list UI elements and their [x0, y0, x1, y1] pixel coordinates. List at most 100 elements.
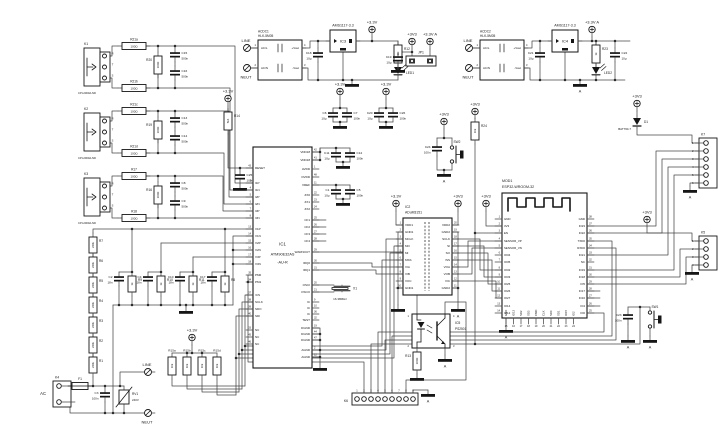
pin-number: 1: [692, 239, 694, 243]
ref: C8: [182, 181, 186, 185]
pin-label: SO: [446, 251, 451, 255]
pin-label: IO18: [579, 275, 586, 279]
ref: R2: [99, 339, 103, 343]
screw-line: LINE: [464, 38, 477, 52]
pin-label: IO16: [579, 296, 586, 300]
value: 18n: [168, 281, 173, 285]
ref: K2: [84, 107, 88, 111]
esp-mod1: MOD1ESP32-WROOM-321GND23V33EN4SENSOR_VP5…: [494, 179, 595, 328]
pin-label: DGND: [301, 332, 311, 336]
pin-label: 3V3: [504, 224, 510, 228]
gnd-41: [391, 65, 405, 73]
ref: K6: [344, 399, 348, 403]
value: 10µ: [528, 57, 533, 61]
pin-number: 3: [692, 157, 694, 161]
ref: SW1: [652, 305, 659, 309]
pin-label: VDD18: [300, 158, 310, 162]
pin-label: R: [112, 182, 114, 186]
pin-number: 11: [497, 288, 500, 291]
pin-label: GND2: [442, 286, 451, 290]
pin-number: 2: [314, 347, 316, 350]
ref: R21c: [130, 103, 138, 107]
pin-label: VDD1: [405, 223, 413, 227]
pin-label: V1P: [255, 227, 261, 231]
pin-label: NC: [255, 328, 260, 332]
pin-label: GND: [504, 310, 508, 316]
gnd-36: A: [573, 79, 587, 94]
ref: LED1: [406, 71, 414, 75]
pin-number: 35: [248, 272, 251, 275]
value: 240V: [132, 398, 139, 402]
pin-number: 31: [314, 267, 317, 270]
iso-gnd-label: A: [457, 315, 460, 319]
pin-number: 11: [314, 182, 317, 185]
pin-number: 10: [398, 285, 401, 288]
ref: K5: [701, 231, 705, 235]
pin-label: WARNOUT: [295, 250, 311, 254]
pin-label: T: [112, 193, 114, 197]
jumper-jp1: JP1: [405, 51, 437, 67]
ref: R3: [99, 319, 103, 323]
pin-number: 26: [589, 303, 592, 306]
vcc-33V: +3.3V: [187, 328, 198, 346]
power-label: +3.3V: [367, 20, 378, 25]
ref: R15a: [168, 349, 176, 353]
vcc-33V: +3.3V: [335, 82, 346, 100]
pin-number: 3: [453, 344, 455, 348]
pin-number: 43: [248, 165, 251, 168]
pin-label: IO17: [579, 289, 586, 293]
vcc-3V3: +3V3: [439, 112, 450, 130]
vcc-3V3: +3V3: [407, 32, 418, 50]
pin-label: IRQ1: [303, 268, 310, 272]
gnd-94: A: [451, 304, 465, 319]
pin-number: 8: [400, 271, 402, 274]
ref: ACDC1: [258, 30, 269, 34]
pin-label: /SS: [445, 258, 450, 262]
pin-number: 16: [512, 325, 515, 328]
pin-number: 2: [400, 229, 402, 232]
pin-label: PM1: [255, 280, 262, 284]
gnd-93: [391, 304, 405, 312]
value: 100n: [400, 117, 407, 121]
pin-label: V1N: [255, 234, 261, 238]
ref: R21a: [130, 38, 138, 42]
ref: IC5: [455, 321, 460, 325]
vcc-33VA: +3.3V A: [423, 32, 437, 50]
pin-label: SENSOR_VN: [504, 246, 522, 250]
pin-number: 38: [589, 216, 592, 219]
fuse-f1: F1: [67, 377, 93, 390]
pin-number: 3: [304, 63, 306, 67]
ref: C22: [622, 51, 628, 55]
pin-number: 16: [454, 250, 457, 253]
value: 100Ω: [156, 127, 160, 134]
pin-label: S: [112, 204, 114, 208]
ref: F1: [78, 377, 82, 381]
value: 10k: [200, 363, 204, 368]
value: 1k: [191, 282, 195, 286]
pin-number: 4: [377, 389, 379, 393]
value: 10µ: [324, 194, 329, 198]
pin-label: VDD2: [442, 223, 450, 227]
ref: R15c: [198, 349, 206, 353]
pin-number: 9: [412, 389, 414, 393]
ref: R21b: [130, 80, 138, 84]
pin-number: 12: [314, 354, 317, 357]
pin-number: 15: [248, 240, 251, 243]
iso-gnd-label: A: [579, 90, 582, 94]
pin-number: 5: [400, 250, 402, 253]
pin-number: 25: [589, 310, 592, 313]
value: 240k: [91, 321, 95, 328]
pin-label: PM0: [255, 273, 262, 277]
pin-label: GND: [579, 217, 585, 221]
pin-number: 3: [499, 230, 501, 233]
pin-number: 6: [692, 181, 694, 185]
pin-label: RXD0: [577, 246, 585, 250]
value: 240k: [91, 241, 95, 248]
